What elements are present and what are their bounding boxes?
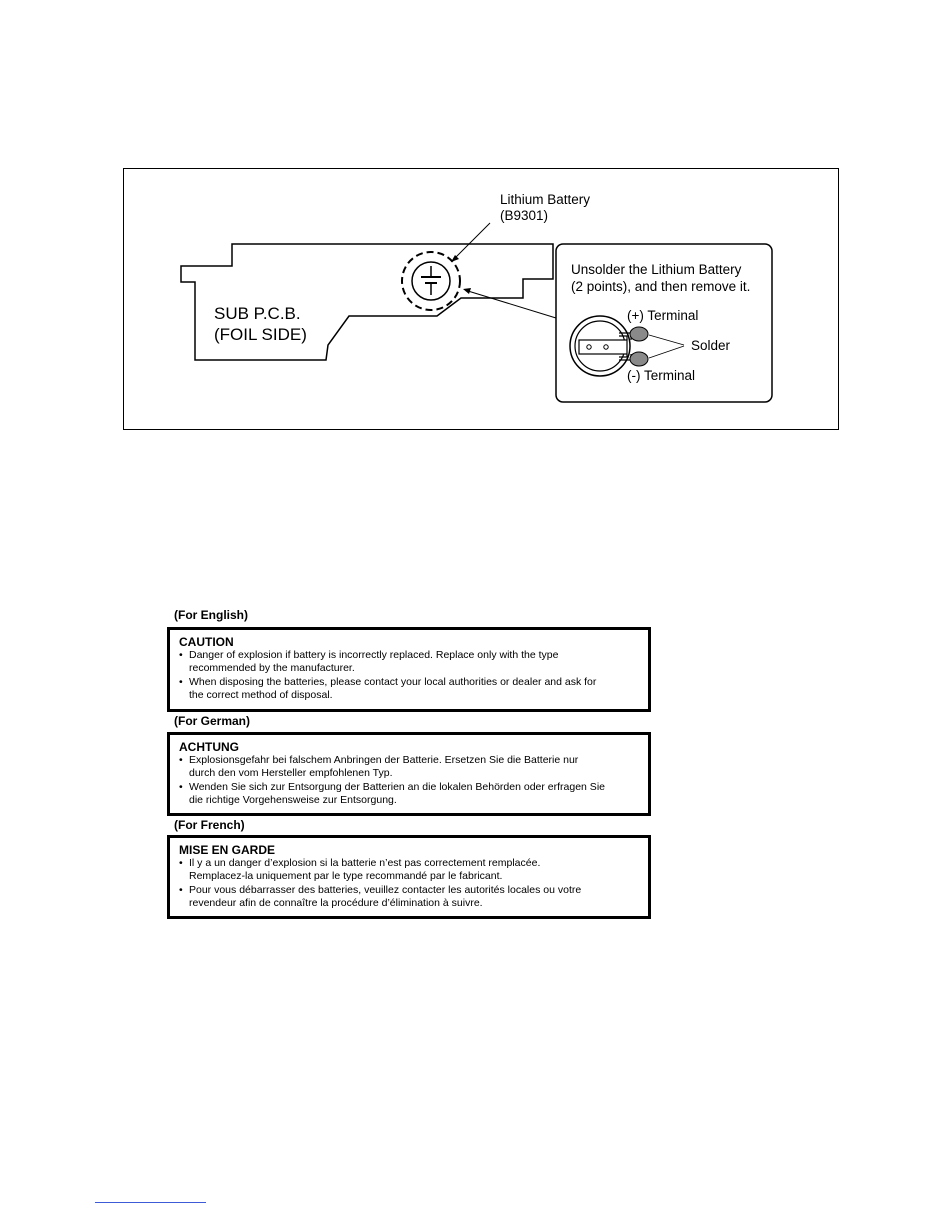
warning-title: CAUTION: [179, 635, 234, 649]
warning-line: Il y a un danger d’explosion si la batte…: [189, 857, 541, 869]
plus-terminal-label: (+) Terminal: [627, 308, 699, 323]
warning-line: durch den vom Hersteller empfohlenen Typ…: [189, 767, 393, 780]
warning-item: • Pour vous débarrasser des batteries, v…: [179, 884, 640, 911]
bullet: •: [179, 675, 183, 688]
warning-line: die richtige Vorgehensweise zur Entsorgu…: [189, 794, 397, 807]
bullet: •: [179, 857, 183, 869]
english-label: (For English): [174, 608, 248, 622]
battery-label-line2: (B9301): [500, 208, 549, 223]
caution-box: CAUTION • Danger of explosion if battery…: [167, 627, 651, 712]
warning-line: When disposing the batteries, please con…: [189, 675, 597, 688]
bullet: •: [179, 754, 183, 766]
warning-title: ACHTUNG: [179, 740, 239, 754]
pcb-label-line2: (FOIL SIDE): [214, 325, 307, 344]
french-label: (For French): [174, 818, 245, 832]
bullet: •: [179, 883, 183, 896]
bullet: •: [179, 649, 183, 661]
warning-item: • When disposing the batteries, please c…: [179, 676, 640, 703]
callout-line2: (2 points), and then remove it.: [571, 279, 751, 294]
warning-line: Remplacez-la uniquement par le type reco…: [189, 870, 503, 883]
minus-terminal-label: (-) Terminal: [627, 368, 696, 383]
warning-item: • Danger of explosion if battery is inco…: [179, 649, 640, 676]
warning-line: revendeur afin de connaître la procédure…: [189, 897, 483, 910]
warning-item: • Il y a un danger d’explosion si la bat…: [179, 857, 640, 884]
battery-label-line1: Lithium Battery: [500, 192, 591, 207]
warning-line: the correct method of disposal.: [189, 689, 333, 702]
footer-link-underline[interactable]: [95, 1202, 206, 1203]
solder-label: Solder: [691, 338, 731, 353]
warning-item: • Wenden Sie sich zur Entsorgung der Bat…: [179, 781, 640, 808]
callout-line1: Unsolder the Lithium Battery: [571, 262, 742, 277]
warning-line: Danger of explosion if battery is incorr…: [189, 649, 559, 661]
achtung-box: ACHTUNG • Explosionsgefahr bei falschem …: [167, 732, 651, 816]
bullet: •: [179, 780, 183, 793]
warning-line: Pour vous débarrasser des batteries, veu…: [189, 883, 582, 896]
warning-line: Wenden Sie sich zur Entsorgung der Batte…: [189, 780, 605, 793]
german-label: (For German): [174, 714, 251, 728]
warning-line: recommended by the manufacturer.: [189, 662, 355, 675]
pcb-label-line1: SUB P.C.B.: [214, 304, 301, 323]
warning-line: Explosionsgefahr bei falschem Anbringen …: [189, 754, 579, 766]
battery-diagram-frame: [123, 168, 839, 430]
warning-title: MISE EN GARDE: [179, 843, 276, 857]
mise-en-garde-box: MISE EN GARDE • Il y a un danger d’explo…: [167, 835, 651, 919]
warning-item: • Explosionsgefahr bei falschem Anbringe…: [179, 754, 640, 781]
